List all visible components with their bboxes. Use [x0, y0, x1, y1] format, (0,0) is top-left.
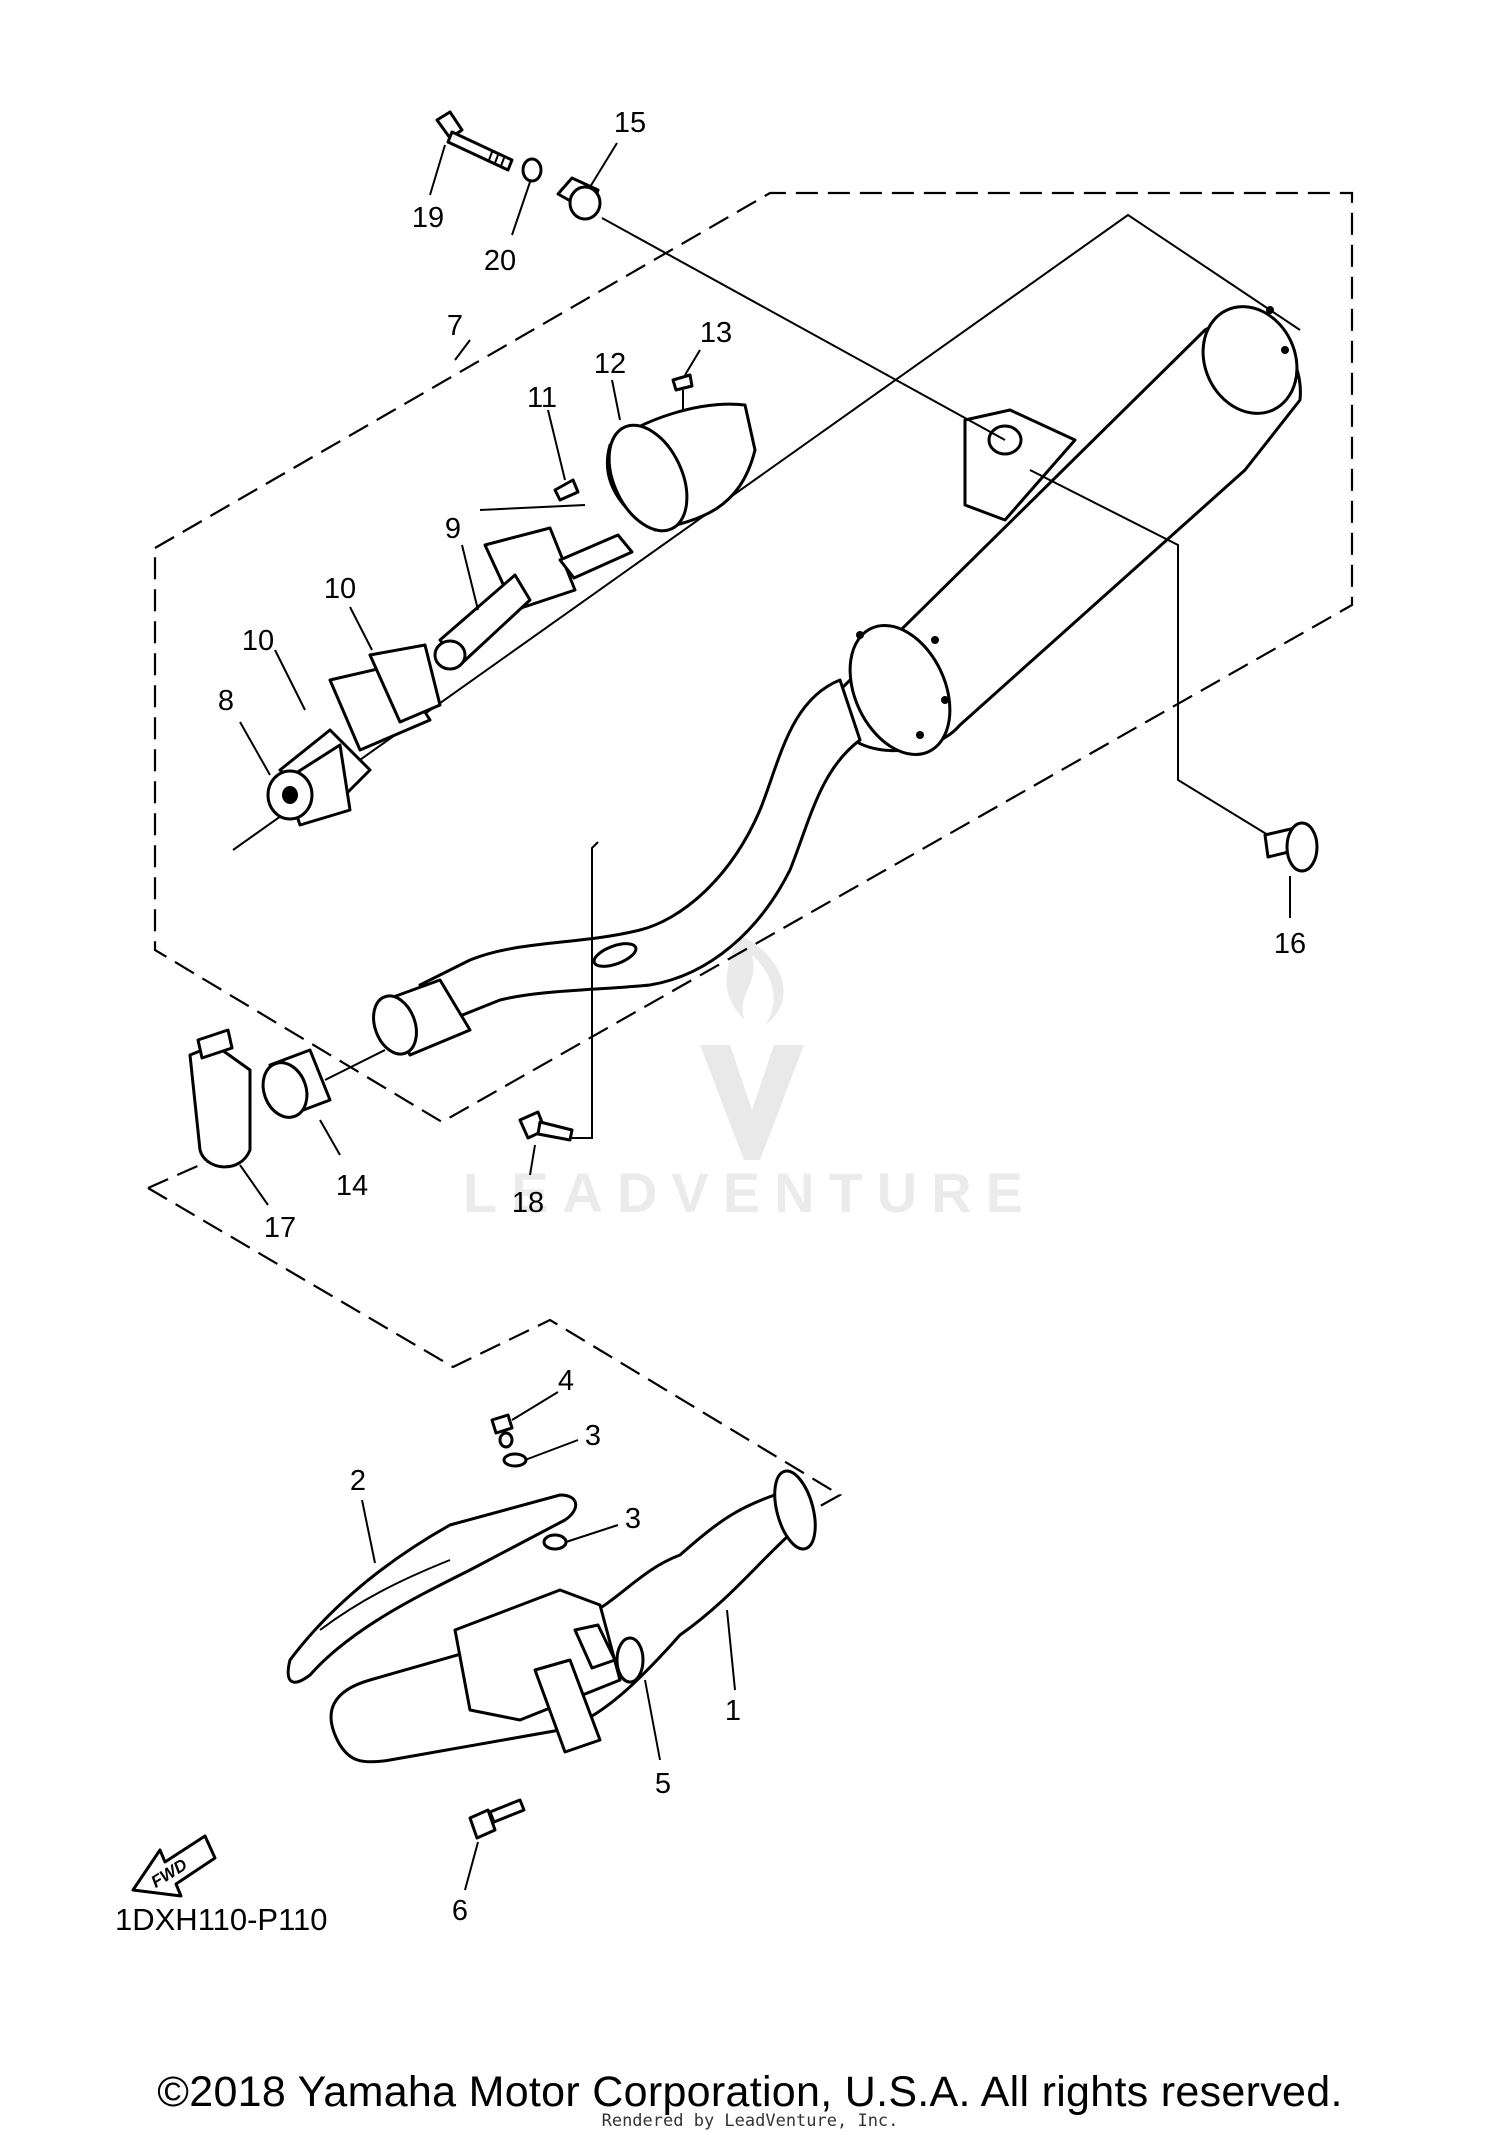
- leader-4: [511, 1391, 559, 1421]
- bolt-4: [490, 1413, 514, 1449]
- leader-8: [239, 721, 271, 776]
- tail-pipe-9: [433, 526, 634, 671]
- callout-5: 5: [655, 1768, 671, 1800]
- callout-12: 12: [594, 348, 626, 380]
- callout-11: 11: [527, 382, 557, 414]
- assembly-7-leader: [454, 339, 471, 361]
- grommet-16-axis: [1029, 469, 1269, 836]
- leader-20: [511, 181, 531, 236]
- muffler: [372, 305, 1302, 1057]
- bolt-18-axis: [572, 841, 599, 1139]
- rendered-by-credit: Rendered by LeadVenture, Inc.: [601, 2111, 899, 2131]
- bolt-18: [518, 1110, 574, 1142]
- callout-14: 14: [336, 1170, 368, 1202]
- leader-1: [726, 1609, 736, 1691]
- tip-cover-12: [605, 402, 757, 533]
- callout-4: 4: [558, 1365, 574, 1397]
- gasket-14: [261, 1048, 332, 1119]
- muffler-assembly-boundary: [153, 191, 1354, 1124]
- callout-9: 9: [445, 513, 461, 545]
- gasket-5: [615, 1636, 645, 1684]
- leader-5: [644, 1679, 661, 1761]
- collar-15-axis: [601, 217, 1006, 441]
- screw-11: [553, 478, 580, 502]
- assembly-7-frame: [232, 213, 1301, 851]
- watermark-text: LEADVENTURE: [463, 1161, 1037, 1224]
- callout-17: 17: [264, 1212, 296, 1244]
- callout-20: 20: [484, 245, 516, 277]
- callout-3-lower: 3: [625, 1503, 641, 1535]
- screw-13: [671, 373, 694, 410]
- leader-9: [461, 544, 479, 611]
- leader-11: [547, 409, 566, 481]
- callout-2: 2: [350, 1465, 366, 1497]
- leader-10-front: [274, 649, 306, 711]
- leader-14: [319, 1119, 341, 1156]
- leader-13: [684, 349, 701, 376]
- callout-3-upper: 3: [585, 1420, 601, 1452]
- callout-18: 18: [512, 1187, 544, 1219]
- insert-axis: [479, 504, 586, 511]
- diagram-code: 1DXH110-P110: [115, 1902, 328, 1937]
- callout-10-rear: 10: [324, 573, 356, 605]
- callout-16: 16: [1274, 928, 1306, 960]
- gasket-10-rear: [368, 643, 442, 724]
- leader-15: [589, 142, 618, 188]
- watermark-logo: LEADVENTURE: [463, 935, 1037, 1224]
- collar-15: [556, 176, 602, 221]
- clamp-17: [188, 1028, 252, 1169]
- washer-20: [521, 157, 543, 183]
- callout-8: 8: [218, 685, 234, 717]
- grommet-16: [1263, 821, 1319, 873]
- bolt-19: [435, 110, 514, 172]
- leader-6: [464, 1841, 479, 1891]
- callout-7: 7: [447, 310, 463, 342]
- exhaust-pipe-1: [329, 1469, 817, 1764]
- leader-19: [429, 144, 446, 196]
- spark-arrester-8: [266, 728, 372, 827]
- leader-10-rear: [349, 606, 373, 651]
- callout-13: 13: [700, 317, 732, 349]
- callout-15: 15: [614, 107, 646, 139]
- leader-3-lower: [565, 1524, 619, 1543]
- pipe-assembly-boundary-upper: [147, 1143, 246, 1190]
- bolt-6: [468, 1798, 526, 1840]
- leader-17: [239, 1164, 269, 1206]
- leader-12: [611, 379, 621, 421]
- leader-18: [529, 1144, 536, 1176]
- pipe-assembly-boundary: [147, 1187, 843, 1521]
- leader-2: [361, 1499, 376, 1564]
- fwd-arrow-icon: FWD: [131, 1834, 217, 1898]
- protector-2: [286, 1493, 578, 1684]
- callout-10-front: 10: [242, 625, 274, 657]
- washer-3-lower: [542, 1533, 568, 1551]
- washer-3-upper: [502, 1452, 528, 1468]
- copyright-notice: ©2018 Yamaha Motor Corporation, U.S.A. A…: [157, 2068, 1343, 2116]
- callout-1: 1: [725, 1695, 741, 1727]
- leader-3-upper: [524, 1439, 579, 1461]
- callout-6: 6: [452, 1895, 468, 1927]
- callout-19: 19: [412, 202, 444, 234]
- gasket-14-axis: [324, 1049, 386, 1081]
